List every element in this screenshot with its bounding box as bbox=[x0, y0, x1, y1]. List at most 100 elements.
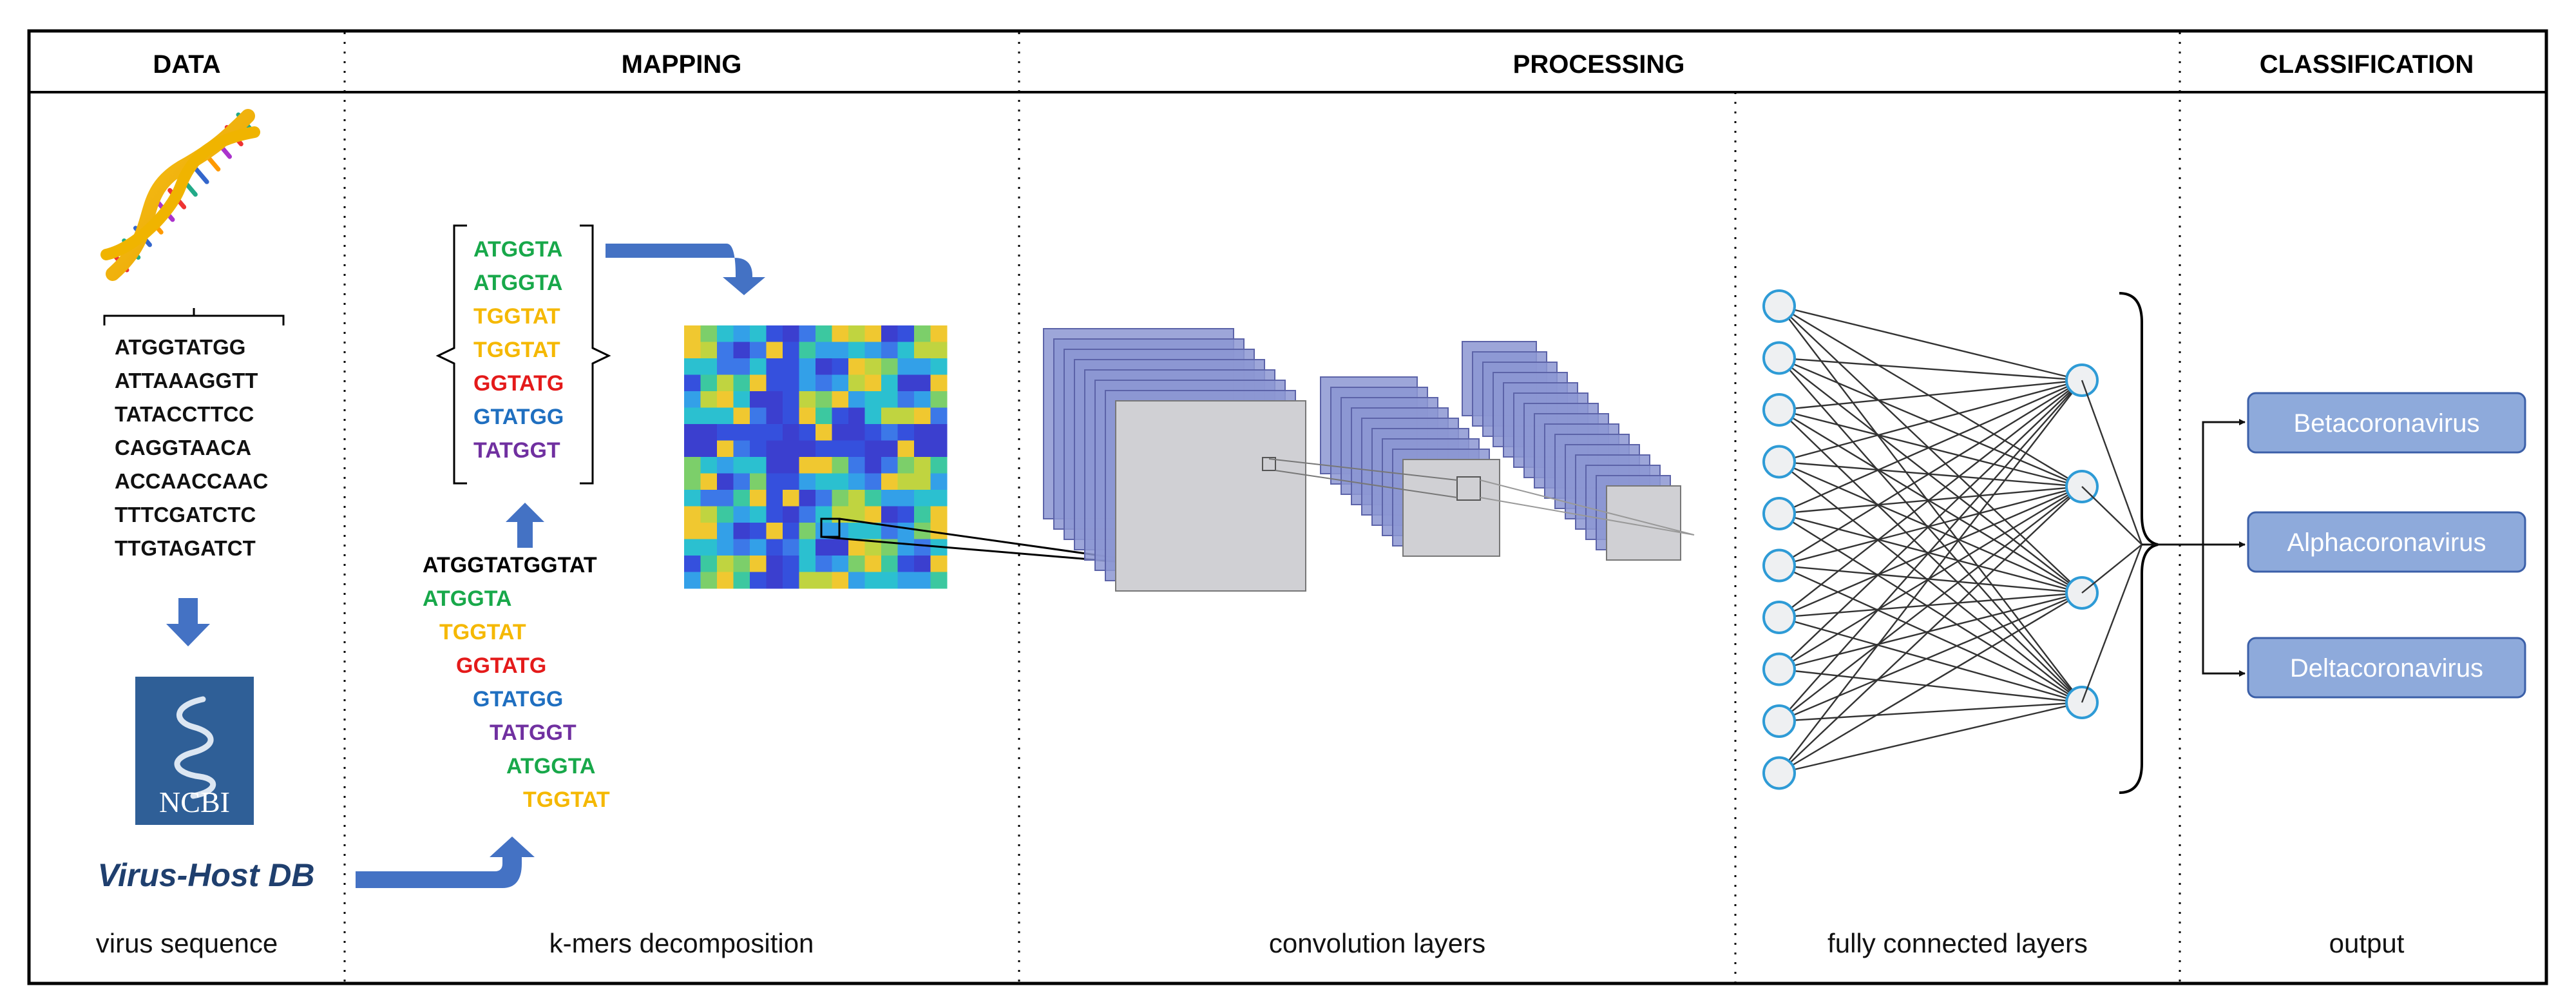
dna-helix-icon bbox=[100, 109, 260, 281]
sequence-list: ATGGTATGG ATTAAAGGTT TATACCTTCC CAGGTAACA AC… bbox=[115, 335, 268, 560]
kmers-to-matrix-arrow bbox=[606, 244, 765, 295]
class-label-alpha: Alphacoronavirus bbox=[2287, 528, 2486, 557]
fc-edge bbox=[1779, 305, 2083, 488]
fc-edge bbox=[1779, 305, 2083, 382]
fc-edge bbox=[1779, 486, 2083, 774]
kmer-set-item: GGTATG bbox=[473, 371, 564, 396]
fc-edge bbox=[1779, 461, 2083, 488]
fc-edge bbox=[1779, 701, 2083, 774]
fc-edge bbox=[1779, 565, 2083, 704]
decomp-source-sequence: ATGGTATGGTAT bbox=[423, 553, 597, 577]
fc-edge bbox=[1779, 379, 2083, 463]
decomp-kmer: TGGTAT bbox=[439, 620, 526, 644]
fc-edge bbox=[1779, 668, 2083, 704]
fc-edge bbox=[1779, 485, 2083, 566]
fc-edge bbox=[1779, 461, 2083, 594]
header-mapping: MAPPING bbox=[622, 50, 742, 79]
caption-output: output bbox=[2329, 928, 2405, 958]
fc-input-node bbox=[1762, 601, 1796, 634]
outer-frame bbox=[27, 29, 2548, 985]
down-arrow-icon bbox=[166, 598, 210, 646]
class-label-delta: Deltacoronavirus bbox=[2290, 654, 2483, 682]
kmer-set-item: TATGGT bbox=[473, 438, 560, 463]
fc-edge bbox=[1779, 357, 2083, 594]
fc-edge bbox=[1779, 409, 2083, 594]
fc-edge bbox=[1779, 380, 2083, 670]
sequence-line: CAGGTAACA bbox=[115, 436, 251, 459]
fc-output-edge bbox=[2081, 380, 2143, 545]
sequence-line: TTGTAGATCT bbox=[115, 536, 256, 560]
fc-edge bbox=[1779, 485, 2083, 619]
fc-edge bbox=[1779, 512, 2083, 594]
caption-fully-connected: fully connected layers bbox=[1827, 928, 2088, 958]
fc-edge bbox=[1779, 409, 2083, 488]
fc-output-edge bbox=[2081, 544, 2142, 594]
class-box-delta: Deltacoronavirus bbox=[2247, 637, 2526, 699]
fc-input-node bbox=[1762, 652, 1796, 686]
decomp-kmer: GGTATG bbox=[456, 653, 546, 678]
ncbi-logo: NCBI bbox=[135, 677, 254, 825]
fc-edge bbox=[1779, 616, 2083, 704]
kmer-set: ATGGTAATGGTATGGTATTGGTATGGTATGGTATGGTATG… bbox=[473, 237, 564, 463]
sequence-line: ACCAACCAAC bbox=[115, 469, 268, 493]
caption-virus-sequence: virus sequence bbox=[96, 928, 278, 958]
kmer-set-item: GTATGG bbox=[473, 405, 564, 429]
decomp-kmer: TGGTAT bbox=[523, 788, 610, 812]
kmer-bracket bbox=[435, 224, 611, 485]
header-processing: PROCESSING bbox=[1513, 50, 1685, 79]
output-brace bbox=[2119, 292, 2159, 794]
fc-edge bbox=[1779, 486, 2083, 722]
kmer-set-item: ATGGTA bbox=[473, 237, 563, 262]
fully-connected-network bbox=[1762, 289, 2143, 790]
kmer-set-item: TGGTAT bbox=[473, 338, 560, 362]
convolution-stack bbox=[1043, 328, 1695, 592]
fc-edge bbox=[1779, 592, 2083, 619]
kmer-decomposition: ATGGTATGGTATATGGTATGGTATGGTATGGTATGGTATG… bbox=[423, 553, 610, 812]
fc-edge bbox=[1779, 592, 2083, 774]
fc-edge bbox=[1779, 592, 2083, 722]
sequence-line: TTTCGATCTC bbox=[115, 503, 256, 527]
fc-output-edge bbox=[2081, 544, 2143, 703]
fc-edge bbox=[1779, 357, 2083, 703]
sequence-line: TATACCTTCC bbox=[115, 402, 254, 426]
fc-edge bbox=[1779, 592, 2083, 670]
ncbi-logo-text: NCBI bbox=[159, 786, 230, 818]
fc-output-edge bbox=[2081, 486, 2142, 545]
fc-input-node bbox=[1762, 341, 1796, 375]
fc-edge bbox=[1779, 380, 2083, 774]
class-label-beta: Betacoronavirus bbox=[2293, 409, 2479, 438]
decomp-kmer: ATGGTA bbox=[506, 754, 596, 779]
fc-edge bbox=[1779, 485, 2083, 670]
fc-edge bbox=[1779, 565, 2083, 594]
decomp-kmer: ATGGTA bbox=[423, 586, 512, 611]
header-data: DATA bbox=[153, 50, 220, 79]
virus-host-db-logo: Virus-Host DB bbox=[97, 857, 314, 893]
class-box-beta: Betacoronavirus bbox=[2247, 392, 2526, 454]
fc-edge bbox=[1779, 461, 2083, 703]
fc-edge bbox=[1779, 357, 2083, 488]
fc-input-node bbox=[1762, 497, 1796, 530]
class-box-alpha: Alphacoronavirus bbox=[2247, 511, 2526, 573]
header-classification: CLASSIFICATION bbox=[2260, 50, 2474, 79]
decomp-kmer: GTATGG bbox=[473, 687, 563, 711]
kmer-frequency-matrix bbox=[684, 325, 948, 589]
classification-connectors bbox=[2142, 421, 2238, 675]
fc-edge bbox=[1779, 512, 2083, 704]
fc-input-node bbox=[1762, 393, 1796, 427]
fc-edge bbox=[1779, 305, 2083, 594]
fc-input-node bbox=[1762, 704, 1796, 738]
sequence-brace bbox=[103, 308, 285, 325]
fc-edge bbox=[1779, 701, 2083, 722]
up-arrow-icon bbox=[506, 503, 544, 548]
fc-input-node bbox=[1762, 548, 1796, 583]
fc-edge bbox=[1779, 357, 2083, 382]
fc-edge bbox=[1779, 305, 2083, 703]
sequence-line: ATGGTATGG bbox=[115, 335, 245, 359]
fc-edge bbox=[1779, 379, 2083, 515]
fc-input-node bbox=[1762, 289, 1796, 323]
caption-convolution: convolution layers bbox=[1269, 928, 1485, 958]
data-to-mapping-arrow bbox=[356, 837, 535, 888]
fc-edge bbox=[1779, 379, 2083, 566]
sequence-line: ATTAAAGGTT bbox=[115, 369, 258, 392]
